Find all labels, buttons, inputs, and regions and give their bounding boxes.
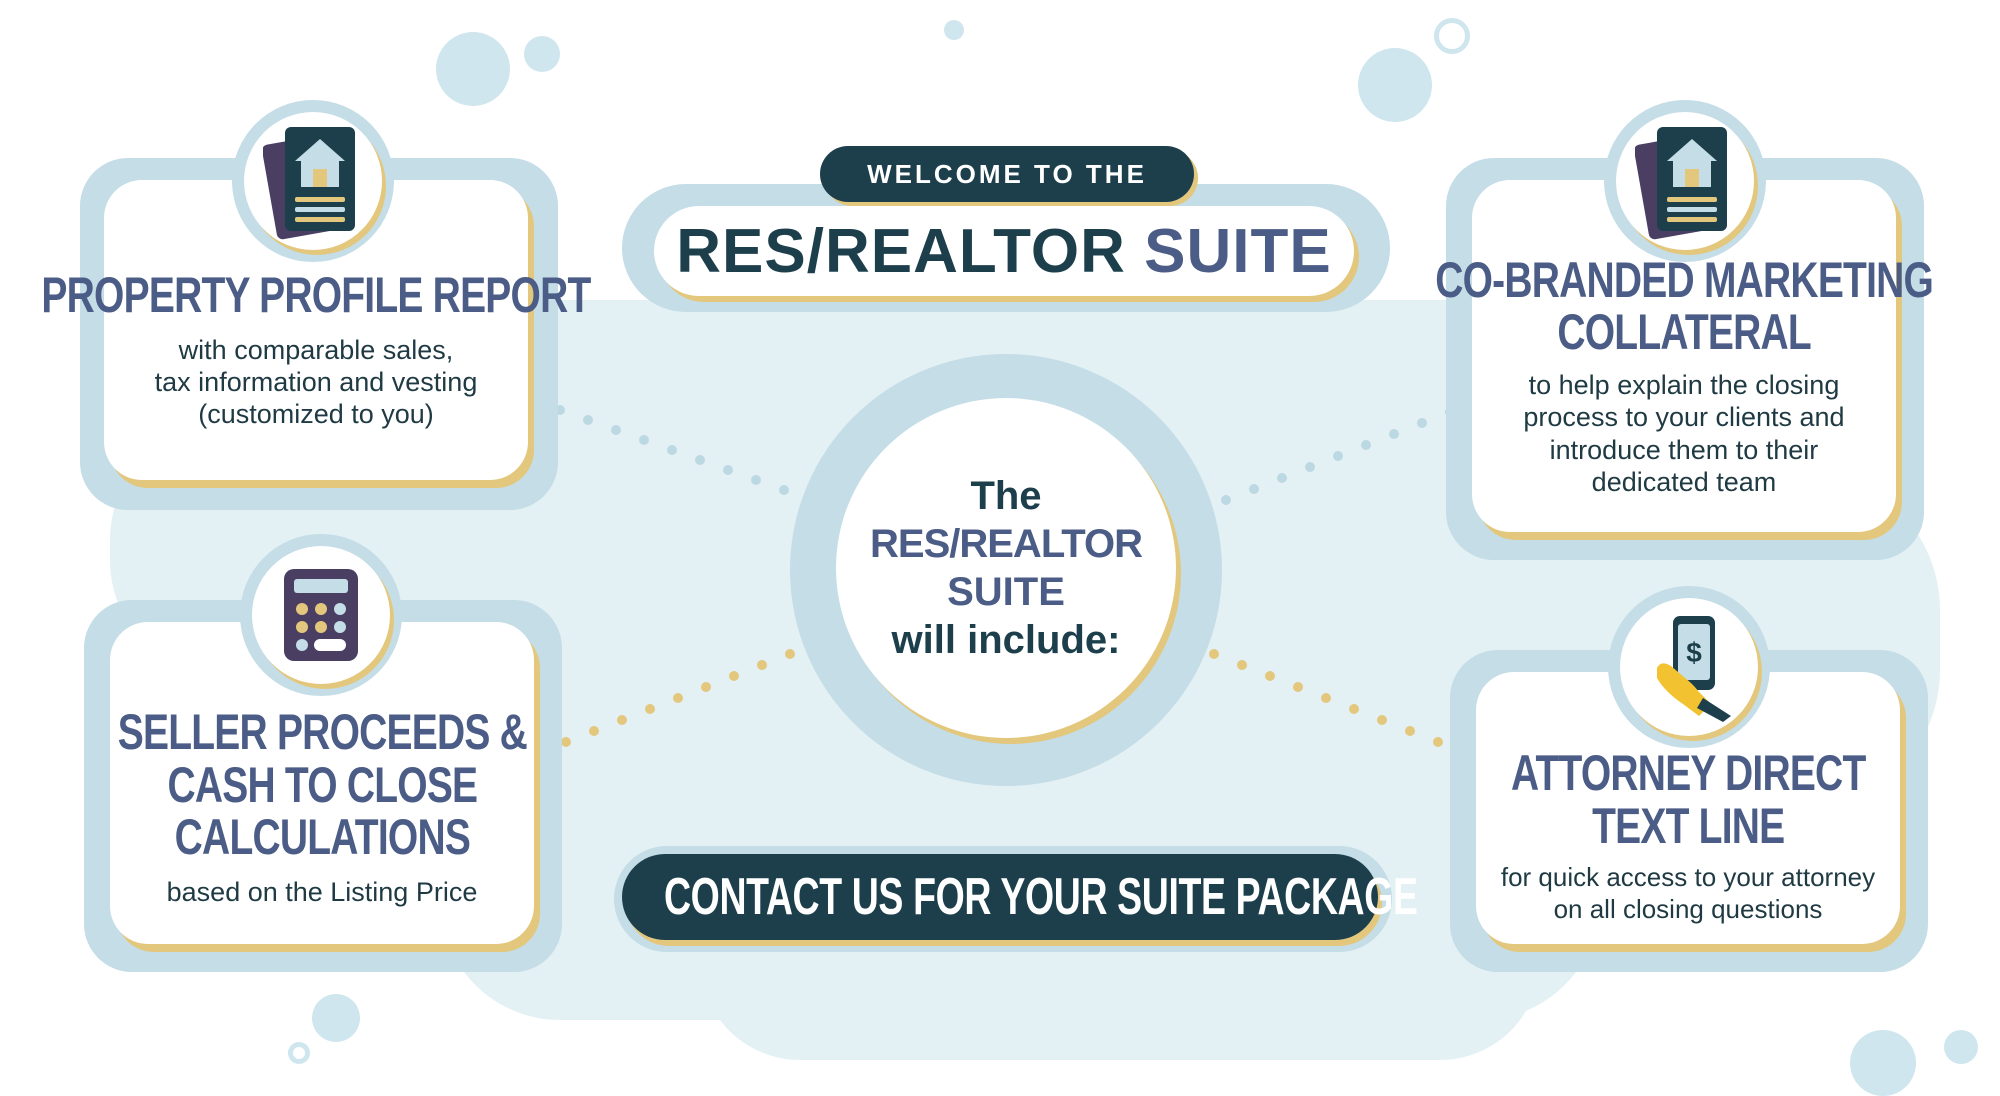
property-report-icon [263,127,355,240]
card-title-line: CO-BRANDED MARKETING [1435,251,1934,308]
card-description: for quick access to your attorney on all… [1501,862,1875,924]
card-desc-line: tax information and vesting [154,367,478,398]
calculator-icon [284,569,358,661]
card-desc-line: for quick access to your attorney [1500,862,1876,893]
card-description: to help explain the closing process to y… [1523,369,1844,499]
card-desc-line: with comparable sales, [178,334,454,365]
center-line-1: The [970,474,1042,518]
card-title-line: ATTORNEY DIRECT [1510,745,1866,802]
card-title: CO-BRANDED MARKETING COLLATERAL [1435,251,1934,361]
decor-bubble [312,994,360,1042]
card-title-line: SELLER PROCEEDS & [117,704,527,761]
card-desc-line: to help explain the closing [1528,369,1840,400]
card-title-line: TEXT LINE [1591,797,1785,854]
card-title-line: CASH TO CLOSE [167,756,478,813]
phone-in-hand-icon: $ [1657,616,1731,722]
card-title: ATTORNEY DIRECT TEXT LINE [1510,745,1866,854]
decor-bubble [1850,1030,1916,1096]
decor-bubble [1358,48,1432,122]
card-desc-line: introduce them to their [1549,434,1819,465]
card-desc-line: dedicated team [1591,466,1777,497]
card-title-line: COLLATERAL [1557,304,1811,361]
center-line-4: will include: [891,618,1121,662]
card-desc-line: (customized to you) [198,399,434,430]
decor-bubble [1944,1030,1978,1064]
card-desc-line: based on the Listing Price [166,876,478,907]
contact-cta-label: CONTACT US FOR YOUR SUITE PACKAGE [664,868,1418,926]
suite-title: RES/REALTOR SUITE [676,216,1331,287]
welcome-label: WELCOME TO THE [867,158,1147,189]
decor-bubble [944,20,964,40]
card-title-line: CALCULATIONS [174,809,470,866]
center-line-3: SUITE [947,570,1065,614]
decor-ring [288,1042,310,1064]
decor-bubble [524,36,560,72]
card-title: PROPERTY PROFILE REPORT [41,267,591,324]
decor-ring [1434,18,1470,54]
card-desc-line: on all closing questions [1553,893,1823,924]
svg-text:$: $ [1686,637,1702,668]
suite-title-part2: SUITE [1144,216,1332,286]
welcome-pill: WELCOME TO THE [820,146,1194,202]
card-description: based on the Listing Price [167,876,478,908]
decor-bubble [436,32,510,106]
marketing-collateral-icon [1635,127,1727,240]
center-line-2: RES/REALTOR [870,522,1143,566]
card-description: with comparable sales, tax information a… [155,334,478,431]
suite-title-part1: RES/REALTOR [676,216,1126,286]
card-desc-line: process to your clients and [1523,402,1845,433]
card-title: SELLER PROCEEDS & CASH TO CLOSE CALCULAT… [117,704,527,866]
